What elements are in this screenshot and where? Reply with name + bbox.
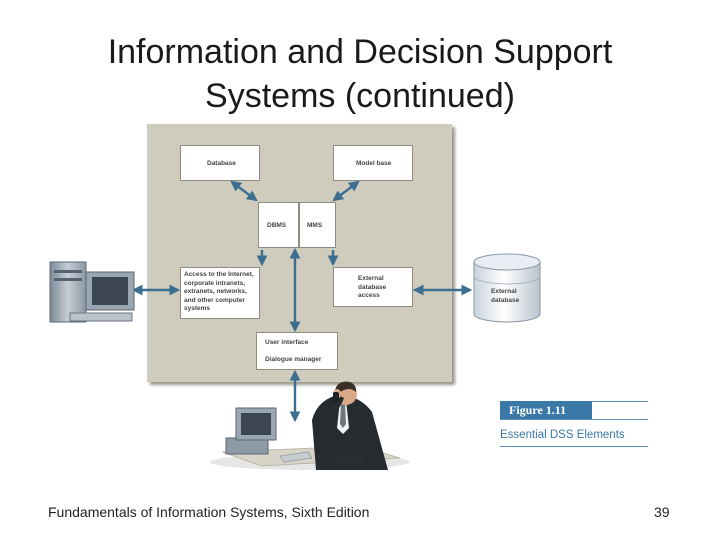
- dbms-box: DBMS: [258, 202, 299, 248]
- external-database-icon: External database: [473, 253, 541, 323]
- figure-caption: Essential DSS Elements: [500, 429, 625, 441]
- user-interface-box: User interface Dialogue manager: [256, 332, 338, 370]
- internet-access-box: Access to the Internet, corporate intran…: [180, 267, 260, 319]
- slide-title-line-2: Systems (continued): [205, 77, 515, 115]
- slide-title: Information and Decision Support Systems…: [40, 30, 680, 118]
- dss-diagram-panel: Database Model base DBMS MMS Access to t…: [147, 124, 452, 382]
- external-database-label-1: External: [491, 288, 517, 295]
- database-box: Database: [180, 145, 260, 181]
- figure-label: Figure 1.11: [500, 401, 592, 419]
- connector-arrows: [131, 180, 473, 423]
- figure-mid-rule: [500, 419, 648, 420]
- arrow-modelbase-mms: [332, 180, 360, 202]
- mms-box: MMS: [299, 202, 336, 248]
- arrow-database-dbms: [230, 180, 258, 202]
- figure-bottom-rule: [500, 446, 648, 447]
- slide-title-line-1: Information and Decision Support: [107, 33, 613, 71]
- external-database-label-2: database: [491, 297, 520, 304]
- footer-text: Fundamentals of Information Systems, Six…: [48, 504, 370, 520]
- external-database-access-box: External database access: [333, 267, 413, 307]
- computer-icon: [49, 261, 135, 323]
- page-number: 39: [654, 504, 670, 520]
- model-base-box: Model base: [333, 145, 413, 181]
- businessman-at-desk-illustration: [210, 381, 410, 470]
